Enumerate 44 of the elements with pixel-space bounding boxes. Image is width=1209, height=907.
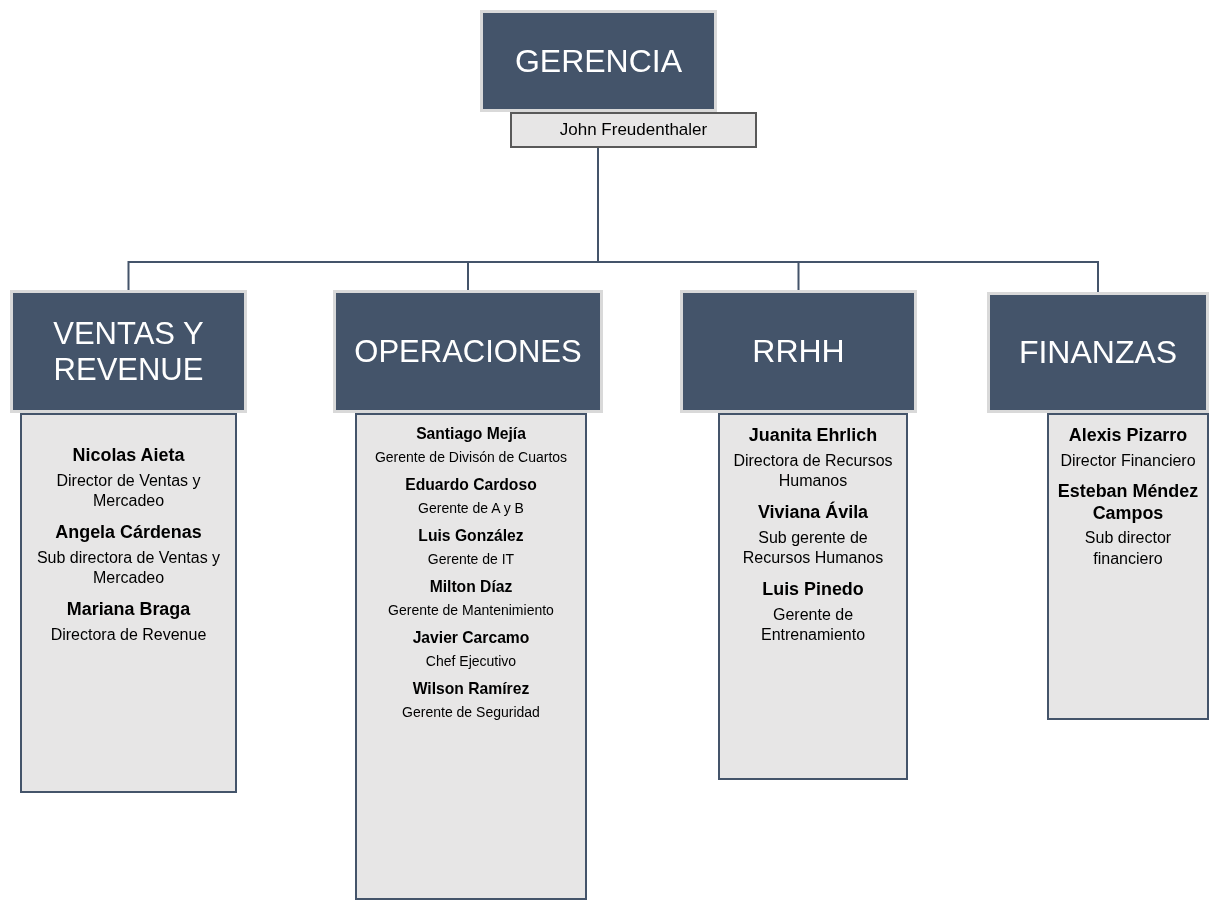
department-title: VENTAS Y REVENUE	[52, 315, 205, 388]
job-title: Gerente de A y B	[418, 498, 524, 517]
job-title: Directora de Revenue	[50, 624, 207, 645]
person-name: Juanita Ehrlich	[748, 425, 878, 447]
job-title: Director de Ventas y Mercadeo	[55, 470, 202, 512]
person-name: Esteban Méndez Campos	[1056, 481, 1200, 525]
job-title: Gerente de Entrenamiento	[759, 604, 867, 646]
person-name: Alexis Pizarro	[1068, 425, 1188, 447]
job-title: Chef Ejecutivo	[425, 651, 517, 670]
staff-list-box	[718, 413, 908, 780]
person-name: Santiago Mejía	[416, 425, 526, 444]
department-title: OPERACIONES	[354, 333, 582, 370]
job-title: Sub directora de Ventas y Mercadeo	[35, 547, 222, 589]
job-title: Directora de Recursos Humanos	[732, 450, 894, 492]
person-name: Luis González	[418, 527, 524, 546]
person-name: Javier Carcamo	[412, 629, 530, 648]
department-header-box	[333, 290, 603, 413]
person-name: Mariana Braga	[66, 599, 191, 621]
job-title: Sub gerente de Recursos Humanos	[741, 527, 885, 569]
person-name: Angela Cárdenas	[55, 522, 202, 544]
job-title: Gerente de IT	[427, 549, 515, 568]
job-title: Sub director financiero	[1083, 528, 1173, 570]
person-name: Eduardo Cardoso	[405, 476, 537, 495]
job-title: Director Financiero	[1060, 450, 1196, 471]
name-box	[510, 112, 757, 148]
person-name: John Freudenthaler	[559, 120, 708, 140]
department-header-box	[10, 290, 247, 413]
staff-list-box	[20, 413, 237, 793]
department-title: GERENCIA	[514, 42, 683, 80]
job-title: Gerente de Divisón de Cuartos	[374, 447, 568, 466]
job-title: Gerente de Seguridad	[402, 702, 540, 721]
person-name: Milton Díaz	[429, 578, 513, 597]
staff-list-box	[355, 413, 587, 900]
person-name: Nicolas Aieta	[72, 445, 185, 467]
department-title: FINANZAS	[1018, 334, 1178, 371]
staff-list-box	[1047, 413, 1209, 720]
department-header-box	[987, 292, 1209, 413]
department-title: RRHH	[752, 333, 845, 370]
person-name: Viviana Ávila	[757, 502, 869, 524]
person-name: Wilson Ramírez	[412, 680, 530, 699]
person-name: Luis Pinedo	[762, 579, 864, 601]
department-header-box	[480, 10, 717, 112]
job-title: Gerente de Mantenimiento	[388, 600, 554, 619]
department-header-box	[680, 290, 917, 413]
